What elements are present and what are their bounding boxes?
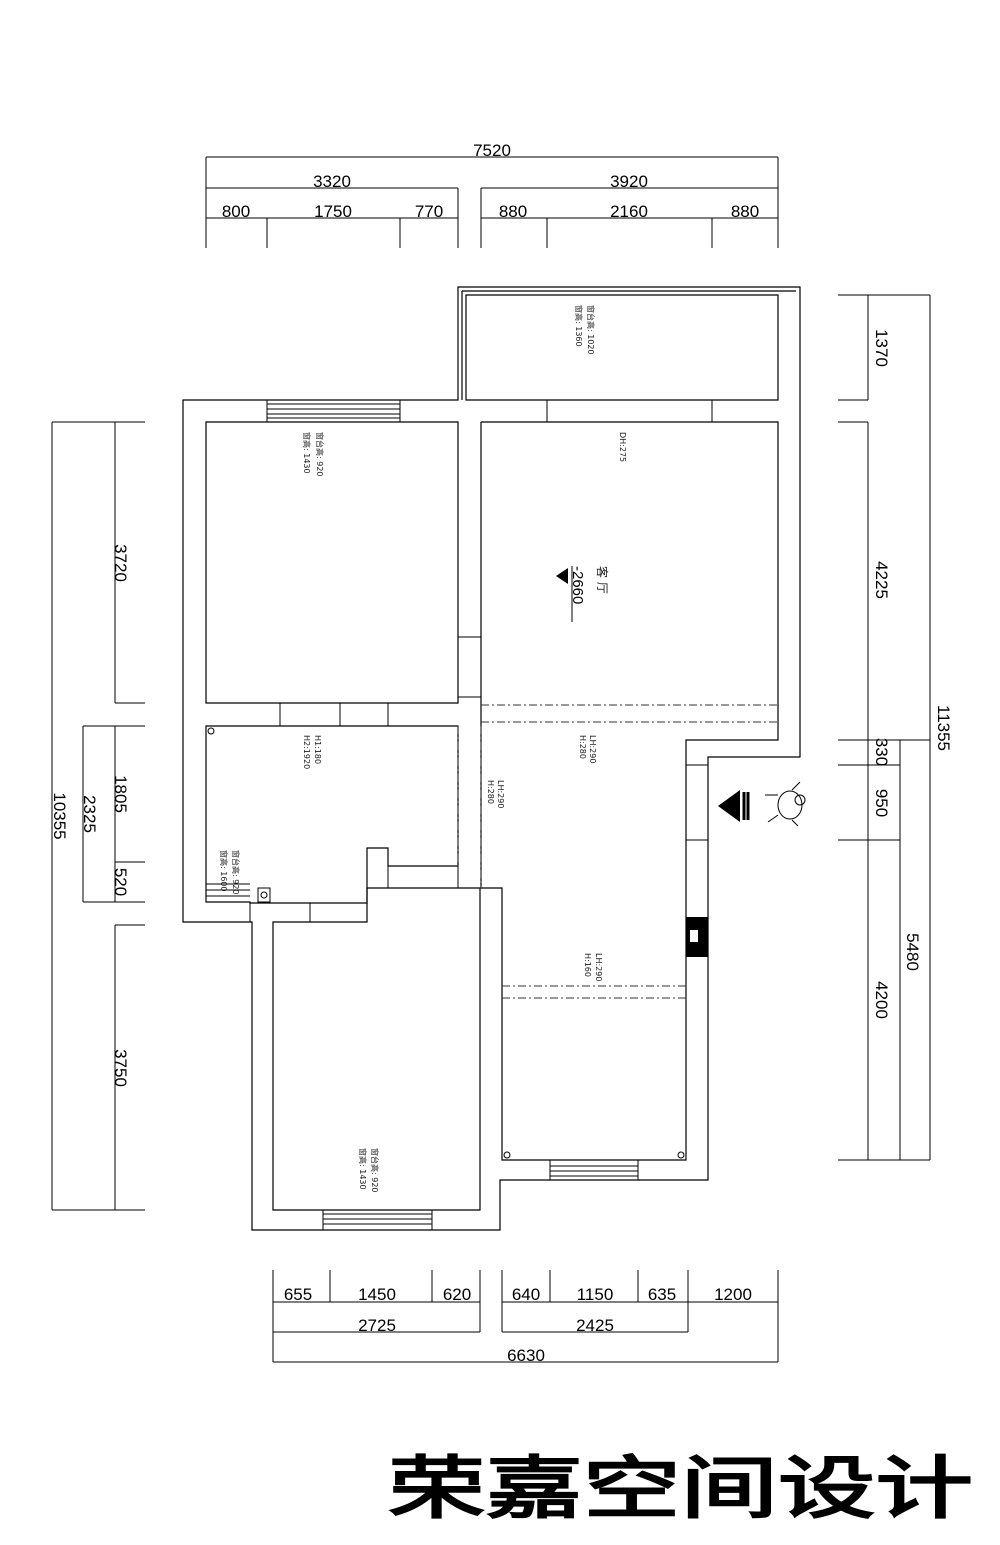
bedroom2-window-note: 窗高: 1430 (358, 1148, 368, 1190)
bedroom1-window-note: 窗高: 1430 (302, 432, 312, 474)
walls (182, 286, 801, 1231)
bedroom2-window-note: 窗台高: 920 (370, 1148, 380, 1193)
dim-top-right: 3920 (610, 172, 648, 191)
bath-height-note: H1:180 (313, 735, 322, 764)
living-level: -2660 (569, 566, 586, 604)
annotations: 窗台高: 1020 窗高: 1360 DH:275 客 厅 -2660 窗台高:… (219, 305, 627, 1193)
dim-left-seg: 520 (111, 868, 130, 896)
dim-bottom-seg: 1200 (714, 1285, 752, 1304)
dim-left-seg: 1805 (111, 775, 130, 813)
dim-right-seg: 4200 (872, 981, 891, 1019)
dim-top-left: 3320 (313, 172, 351, 191)
dim-top-seg: 800 (222, 202, 250, 221)
entrance-marker (718, 781, 806, 827)
beam-note: H:280 (486, 780, 495, 804)
entrance-arrow-icon (718, 790, 740, 822)
dim-bottom-seg: 655 (284, 1285, 312, 1304)
dim-right-total: 11355 (934, 705, 953, 751)
beam-note: H:160 (583, 953, 592, 977)
top-dimensions: 7520 3320 3920 800 1750 770 880 2160 880 (205, 141, 779, 248)
dim-bottom-seg: 1450 (358, 1285, 396, 1304)
dim-bottom-seg: 620 (443, 1285, 471, 1304)
beam-note: LH:290 (594, 953, 603, 981)
beam-note: LH:290 (496, 780, 505, 808)
dim-right-seg: 950 (872, 789, 891, 817)
bedroom1-window-note: 窗台高: 920 (315, 432, 325, 477)
bath-window-note: 窗台高: 920 (231, 850, 241, 895)
dim-bottom-seg: 640 (512, 1285, 540, 1304)
dim-top-seg: 880 (499, 202, 527, 221)
dim-bottom-seg: 635 (648, 1285, 676, 1304)
dim-top-seg: 2160 (610, 202, 648, 221)
dim-bottom-total: 6630 (507, 1346, 545, 1365)
bottom-dimensions: 655 1450 620 640 1150 635 1200 2725 2425… (272, 1270, 779, 1365)
living-room-label: 客 厅 (595, 566, 610, 594)
dim-left-seg: 3750 (111, 1049, 130, 1087)
dim-bottom-right: 2425 (576, 1316, 614, 1335)
dim-right-seg: 4225 (872, 561, 891, 599)
dim-top-seg: 880 (731, 202, 759, 221)
beam-note: H:280 (578, 735, 587, 759)
company-logo: 荣嘉空间设计 (388, 1449, 973, 1529)
person-icon (765, 781, 806, 827)
dim-right-seg: 1370 (872, 329, 891, 367)
balcony-window-note: 窗高: 1360 (574, 305, 584, 347)
dim-top-seg: 1750 (314, 202, 352, 221)
dim-top-seg: 770 (415, 202, 443, 221)
balcony-window-note: 窗台高: 1020 (586, 305, 596, 355)
bath-window-note: 窗高: 1600 (219, 850, 229, 892)
living-beam-note: DH:275 (618, 432, 627, 462)
left-dimensions: 3720 1805 520 3750 2325 10355 (50, 421, 145, 1211)
dim-right-seg: 330 (872, 738, 891, 766)
level-marker-icon (556, 568, 568, 584)
bath-height-note: H2:1920 (302, 735, 311, 769)
dim-right-inner-total: 5480 (903, 933, 922, 971)
dim-bottom-seg: 1150 (577, 1285, 614, 1304)
dim-left-seg: 3720 (111, 544, 130, 582)
right-dimensions: 1370 4225 330 950 4200 5480 11355 (838, 294, 953, 1161)
dim-top-total: 7520 (473, 141, 511, 160)
dim-left-inner-total: 2325 (80, 795, 99, 833)
dim-bottom-left: 2725 (358, 1316, 396, 1335)
dim-left-total: 10355 (50, 792, 69, 839)
beam-note: LH:290 (588, 735, 597, 763)
